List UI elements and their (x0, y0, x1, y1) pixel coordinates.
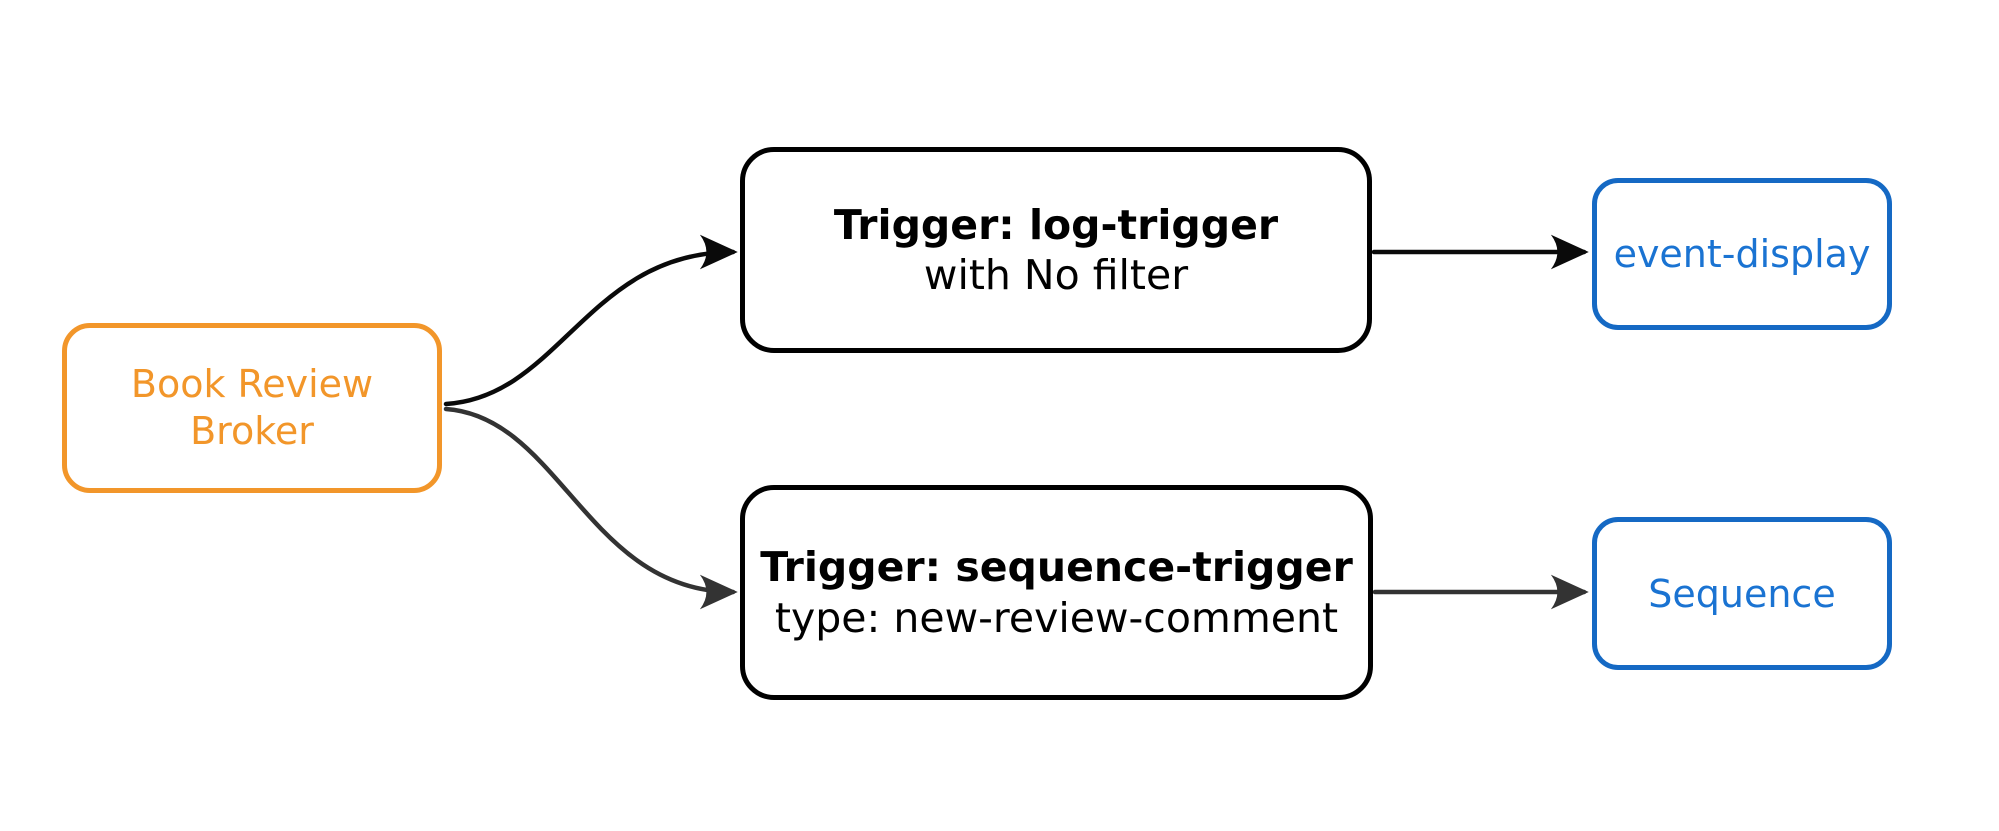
node-subtitle: type: new-review-comment (774, 593, 1339, 642)
node-title: Trigger: sequence-trigger (760, 543, 1353, 592)
node-event-display: event-display (1592, 178, 1892, 330)
node-title: Trigger: log-trigger (833, 200, 1279, 249)
node-book-review-broker: Book Review Broker (62, 323, 442, 493)
node-label: event-display (1613, 232, 1871, 276)
node-sequence: Sequence (1592, 517, 1892, 670)
node-subtitle: with No filter (923, 251, 1189, 299)
node-sequence-trigger: Trigger: sequence-trigger type: new-revi… (740, 485, 1373, 700)
node-log-trigger: Trigger: log-trigger with No filter (740, 147, 1372, 353)
node-label-line: Broker (190, 409, 314, 453)
node-label-line: Book Review (130, 361, 374, 406)
node-label: Sequence (1648, 571, 1836, 616)
edge-broker-to-sequence-trigger (443, 406, 738, 610)
edge-broker-to-log-trigger (443, 234, 738, 407)
